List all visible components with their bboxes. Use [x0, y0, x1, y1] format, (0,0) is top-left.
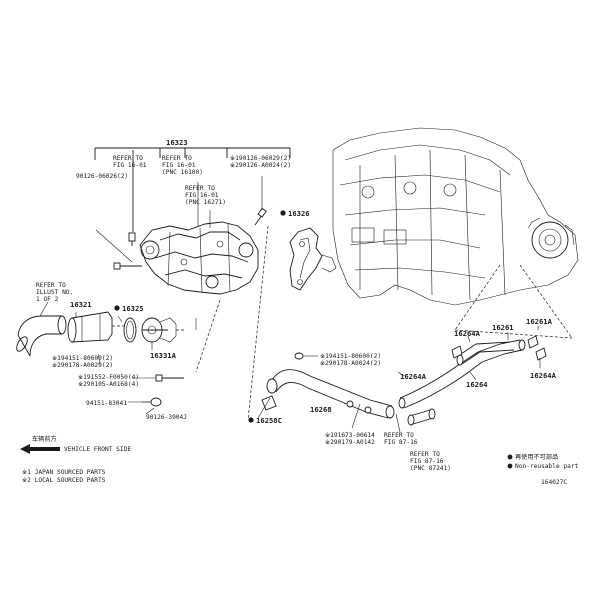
water-bypass-hose-16264-drawing	[398, 335, 547, 409]
ref-16-01-a-line1: REFER TO	[113, 155, 143, 162]
engine-block-drawing	[332, 127, 579, 306]
bolt-left-3: 94151-83041	[86, 400, 127, 407]
bolt-left-1-line1: ※194151-80600(2)	[52, 355, 113, 362]
ref-left-line2: ILLUST NO.	[36, 289, 73, 296]
nonreusable-marker-16258c	[248, 417, 254, 423]
part-label-16264a-mid: 16264A	[400, 372, 427, 381]
ref-16-01-b-line1: REFER TO	[162, 155, 192, 162]
ref-left-line3: 1 OF 2	[36, 296, 59, 303]
legend-marker-2	[507, 463, 513, 469]
ref-87-16-a-line2: FIG 87-16	[384, 439, 418, 446]
gasket-16325-drawing	[123, 317, 137, 343]
thermostat-16331a-drawing	[141, 317, 186, 343]
ref-16-01-b-line3: (PNC 16100)	[162, 169, 203, 176]
part-label-16258c: 16258C	[256, 416, 282, 425]
legend-japan-sourced: ※1 JAPAN SOURCED PARTS	[22, 469, 106, 476]
vehicle-front-label: VEHICLE FRONT SIDE	[64, 446, 131, 453]
nonreusable-marker-16325	[114, 305, 120, 311]
legend-marker-1	[507, 454, 513, 460]
bolt-top-right-line1: ※190126-06029(2)	[230, 155, 291, 162]
bolt-mid-1-line2: ※290178-A0024(2)	[320, 360, 381, 367]
leader-right-1	[454, 264, 501, 331]
part-label-16326: 16326	[288, 209, 310, 218]
vehicle-front-cn: 车辆前方	[32, 435, 57, 443]
part-label-16261: 16261	[492, 323, 514, 332]
left-bolts-drawing	[128, 374, 184, 407]
misc-leaders	[39, 301, 541, 433]
ref-left-line1: REFER TO	[36, 282, 66, 289]
bolt-top-left: 90126-06026(2)	[76, 173, 128, 180]
ref-87-16-b-line2: FIG 87-16	[410, 458, 444, 465]
legend-marker-2-label: Non-reusable part	[515, 463, 579, 470]
ref-16-01-c-line1: REFER TO	[185, 185, 215, 192]
water-inlet-16321-drawing	[67, 311, 124, 343]
bolt-mid-2-line1: ※191673-00614	[325, 432, 375, 439]
ref-16-01-c-line3: (PNC 16271)	[185, 199, 226, 206]
bolt-mid-2-line2: ※290179-A0142	[325, 439, 375, 446]
bolt-top-right-line2: ※290126-A0024(2)	[230, 162, 291, 169]
part-label-16321: 16321	[70, 300, 92, 309]
part-label-16264: 16264	[466, 380, 488, 389]
callout-leaders-16323	[94, 147, 291, 263]
ref-87-16-a-line1: REFER TO	[384, 432, 414, 439]
vehicle-front-arrow	[20, 444, 60, 454]
nonreusable-marker-16326	[280, 210, 286, 216]
figure-code: 164027C	[541, 479, 567, 486]
leader-housing-bolts	[195, 299, 221, 373]
part-label-16268: 16268	[310, 405, 332, 414]
bolt-left-2-line1: ※191552-F0050(4)	[78, 374, 139, 381]
bolt-left-2-line2: ※290105-A0168(4)	[78, 381, 139, 388]
leader-16258c	[247, 225, 269, 421]
leader-right-2	[519, 264, 573, 339]
ref-16-01-c-line2: FIG 16-01	[185, 192, 219, 199]
gasket-16326-drawing	[289, 227, 337, 291]
ref-87-16-b-line1: REFER TO	[410, 451, 440, 458]
bolt-mid-1-line1: ※194151-80600(2)	[320, 353, 381, 360]
radiator-hose-left-drawing	[16, 315, 67, 357]
part-label-16323: 16323	[166, 138, 188, 147]
bolt-left-1-line2: ※290178-A0029(2)	[52, 362, 113, 369]
leader-right-3	[454, 329, 573, 339]
part-label-16264a-right: 16264A	[530, 371, 557, 380]
part-label-16331a: 16331A	[150, 351, 177, 360]
legend-local-sourced: ※2 LOCAL SOURCED PARTS	[22, 477, 106, 484]
water-bypass-pipe-16268-drawing	[261, 369, 436, 426]
ref-16-01-a-line2: FIG 16-01	[113, 162, 147, 169]
part-label-16261a: 16261A	[526, 317, 553, 326]
clip-upper-drawing	[294, 352, 316, 360]
ref-87-16-b-line3: (PNC 87241)	[410, 465, 451, 472]
part-label-16325: 16325	[122, 304, 144, 313]
ref-16-01-b-line2: FIG 16-01	[162, 162, 196, 169]
legend-marker-1-label: 再使用不可部品	[515, 453, 558, 461]
part-label-16264a-upper: 16264A	[454, 329, 481, 338]
bolt-left-4: 90126-3904J	[146, 414, 187, 421]
water-inlet-housing-drawing	[113, 207, 267, 295]
